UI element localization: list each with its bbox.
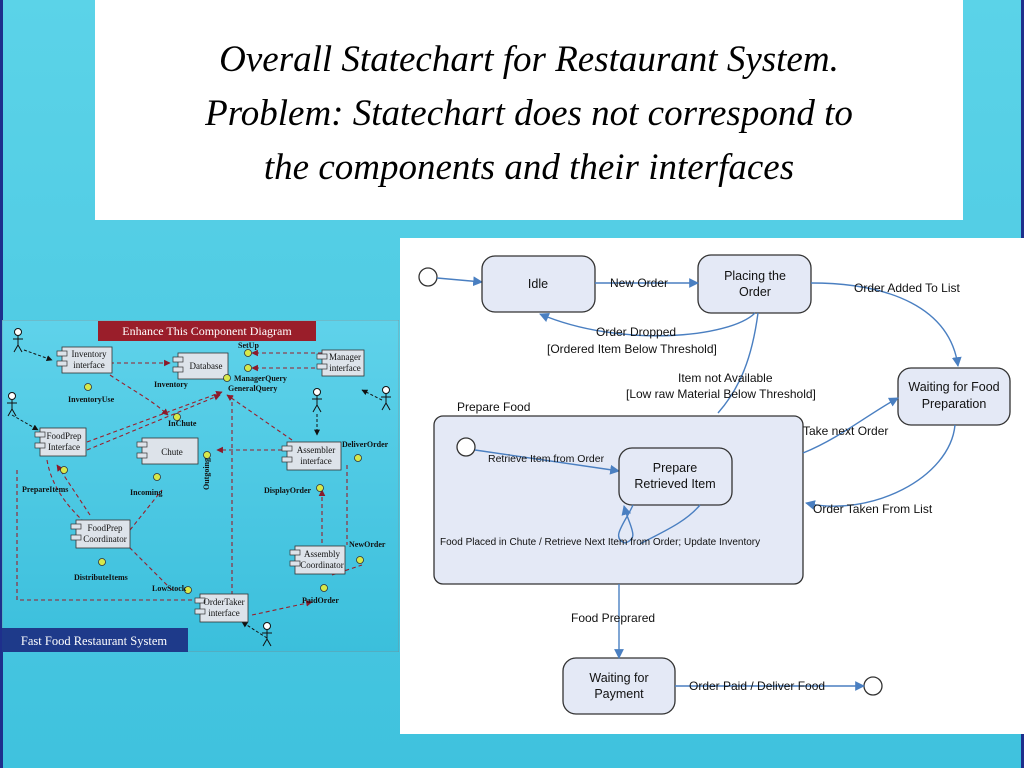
svg-text:Assembly: Assembly — [304, 549, 341, 559]
svg-text:Payment: Payment — [594, 687, 644, 701]
svg-text:Database: Database — [190, 361, 223, 371]
port-inventoryuse: InventoryUse — [68, 395, 115, 404]
state-placing-order[interactable]: Placing the Order — [697, 254, 812, 314]
component-inventory-interface[interactable]: Inventory interface — [56, 346, 113, 374]
svg-text:interface: interface — [73, 360, 104, 370]
port-setup: SetUp — [238, 341, 259, 350]
final-state-icon — [863, 676, 883, 696]
transition-item-not-available: Item not Available — [678, 371, 773, 385]
svg-text:Order: Order — [739, 285, 771, 299]
title-box: Overall Statechart for Restaurant System… — [95, 0, 963, 220]
svg-text:Waiting for Food: Waiting for Food — [908, 380, 999, 394]
port-paidorder: PaidOrder — [302, 596, 339, 605]
transition-order-dropped: Order Dropped — [596, 325, 676, 339]
svg-text:interface: interface — [208, 608, 239, 618]
svg-text:Inventory: Inventory — [72, 349, 107, 359]
port-generalquery: GeneralQuery — [228, 384, 277, 393]
component-diagram: Enhance This Component Diagram Invent — [2, 320, 399, 652]
title-line-1: Overall Statechart for Restaurant System… — [219, 39, 839, 80]
statechart-panel: Idle Placing the Order Waiting for Food … — [400, 238, 1024, 734]
port-managerquery: ManagerQuery — [234, 374, 287, 383]
svg-text:interface: interface — [329, 363, 360, 373]
component-manager-interface[interactable]: Manager interface — [316, 349, 365, 377]
port-displayorder: DisplayOrder — [264, 486, 312, 495]
svg-text:Manager: Manager — [329, 352, 361, 362]
statechart-svg: Idle Placing the Order Waiting for Food … — [418, 254, 1011, 715]
svg-text:Fast Food Restaurant System: Fast Food Restaurant System — [21, 634, 167, 648]
transition-take-next: Take next Order — [803, 424, 888, 438]
port-prepareitems: PrepareItems — [22, 485, 68, 494]
initial-state-icon — [418, 267, 438, 287]
svg-text:Idle: Idle — [528, 277, 548, 291]
state-prepare-retrieved[interactable]: Prepare Retrieved Item — [618, 447, 733, 506]
svg-text:FoodPrep: FoodPrep — [87, 523, 123, 533]
port-incoming: Incoming — [130, 488, 162, 497]
state-prepare-food[interactable] — [433, 415, 804, 585]
component-database[interactable]: Database — [172, 352, 229, 380]
component-chute[interactable]: Chute — [136, 437, 199, 465]
svg-text:Enhance This Component Diagram: Enhance This Component Diagram — [122, 324, 292, 338]
svg-text:interface: interface — [300, 456, 331, 466]
component-diagram-svg: Enhance This Component Diagram Invent — [2, 320, 399, 652]
svg-text:Retrieved Item: Retrieved Item — [634, 477, 715, 491]
state-waiting-payment[interactable]: Waiting for Payment — [562, 657, 676, 715]
transition-order-added: Order Added To List — [854, 281, 961, 295]
svg-text:Assembler: Assembler — [297, 445, 336, 455]
transition-food-prepared: Food Preprared — [571, 611, 655, 625]
transition-food-placed: Food Placed in Chute / Retrieve Next Ite… — [440, 537, 760, 548]
svg-text:Placing the: Placing the — [724, 269, 786, 283]
svg-text:Chute: Chute — [161, 447, 183, 457]
transition-order-dropped-guard: [Ordered Item Below Threshold] — [547, 342, 717, 356]
state-waiting-food[interactable]: Waiting for Food Preparation — [897, 367, 1011, 426]
port-deliverorder: DeliverOrder — [342, 440, 389, 449]
svg-text:Coordinator: Coordinator — [83, 534, 127, 544]
port-outgoing: Outgoing — [202, 458, 211, 490]
svg-text:Waiting for: Waiting for — [589, 671, 648, 685]
port-neworder: NewOrder — [349, 540, 386, 549]
svg-text:FoodPrep: FoodPrep — [46, 431, 82, 441]
component-diagram-header: Enhance This Component Diagram — [98, 321, 316, 341]
transition-item-not-available-guard: [Low raw Material Below Threshold] — [626, 387, 816, 401]
port-lowstock: LowStock — [152, 584, 187, 593]
state-idle[interactable]: Idle — [481, 255, 596, 313]
port-inventory: Inventory — [154, 380, 188, 389]
port-inchute: InChute — [168, 419, 197, 428]
transition-order-taken: Order Taken From List — [813, 502, 933, 516]
svg-text:Interface: Interface — [48, 442, 80, 452]
component-assembly-coordinator[interactable]: Assembly Coordinator — [289, 545, 346, 575]
transition-new-order: New Order — [610, 276, 668, 290]
component-foodprep-coordinator[interactable]: FoodPrep Coordinator — [70, 519, 131, 549]
svg-text:Preparation: Preparation — [922, 397, 987, 411]
component-ordertaker-interface[interactable]: OrderTaker interface — [194, 593, 249, 623]
transition-retrieve-item: Retrieve Item from Order — [488, 453, 605, 465]
component-diagram-footer: Fast Food Restaurant System — [2, 628, 188, 652]
svg-text:OrderTaker: OrderTaker — [203, 597, 244, 607]
actor-icons — [7, 328, 391, 647]
title-line-3: the components and their interfaces — [263, 147, 795, 188]
transition-order-paid: Order Paid / Deliver Food — [689, 679, 825, 693]
inner-initial-state-icon — [456, 437, 476, 457]
component-foodprep-interface[interactable]: FoodPrep Interface — [34, 427, 87, 457]
svg-text:Prepare: Prepare — [653, 461, 698, 475]
state-prepare-food-label: Prepare Food — [457, 400, 530, 414]
component-assembler-interface[interactable]: Assembler interface — [281, 441, 342, 471]
port-distributeitems: DistributeItems — [74, 573, 128, 582]
title-line-2: Problem: Statechart does not correspond … — [205, 93, 853, 134]
port-icons — [60, 349, 364, 594]
svg-text:Coordinator: Coordinator — [300, 560, 344, 570]
